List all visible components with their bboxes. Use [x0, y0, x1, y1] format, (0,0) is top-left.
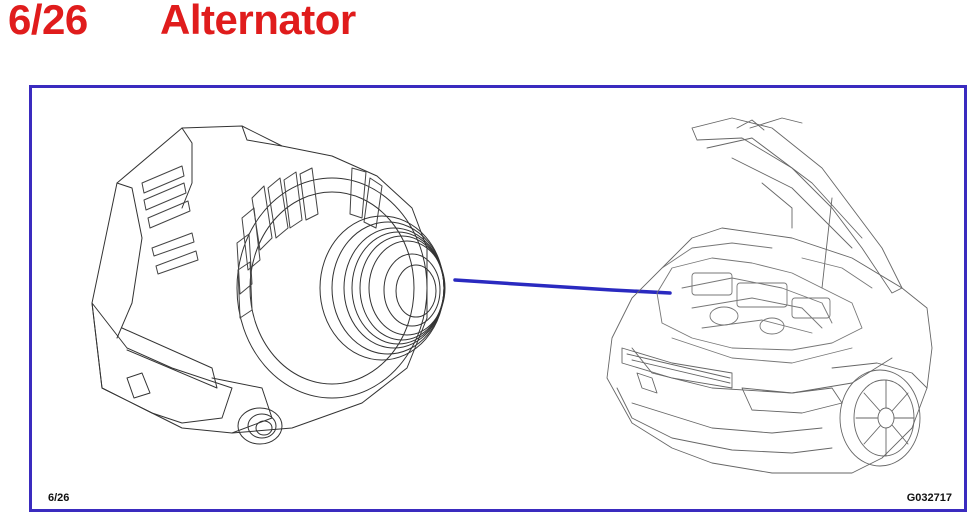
page-title: Alternator [160, 0, 356, 43]
car-wheel [839, 369, 921, 467]
alternator-drawing [91, 125, 446, 445]
pulley [319, 215, 446, 361]
car-grille [621, 347, 733, 389]
illustration-canvas: 6/26 G032717 [48, 117, 952, 504]
car-drawing [606, 117, 933, 474]
caption-right: G032717 [907, 492, 952, 504]
location-pointer-line [453, 278, 672, 295]
mounting-bolt [237, 407, 283, 445]
illustration-frame: 6/26 G032717 [29, 85, 967, 512]
header: 6/26 Alternator [4, 0, 979, 48]
caption-left: 6/26 [48, 492, 69, 504]
page-number: 6/26 [8, 0, 88, 43]
